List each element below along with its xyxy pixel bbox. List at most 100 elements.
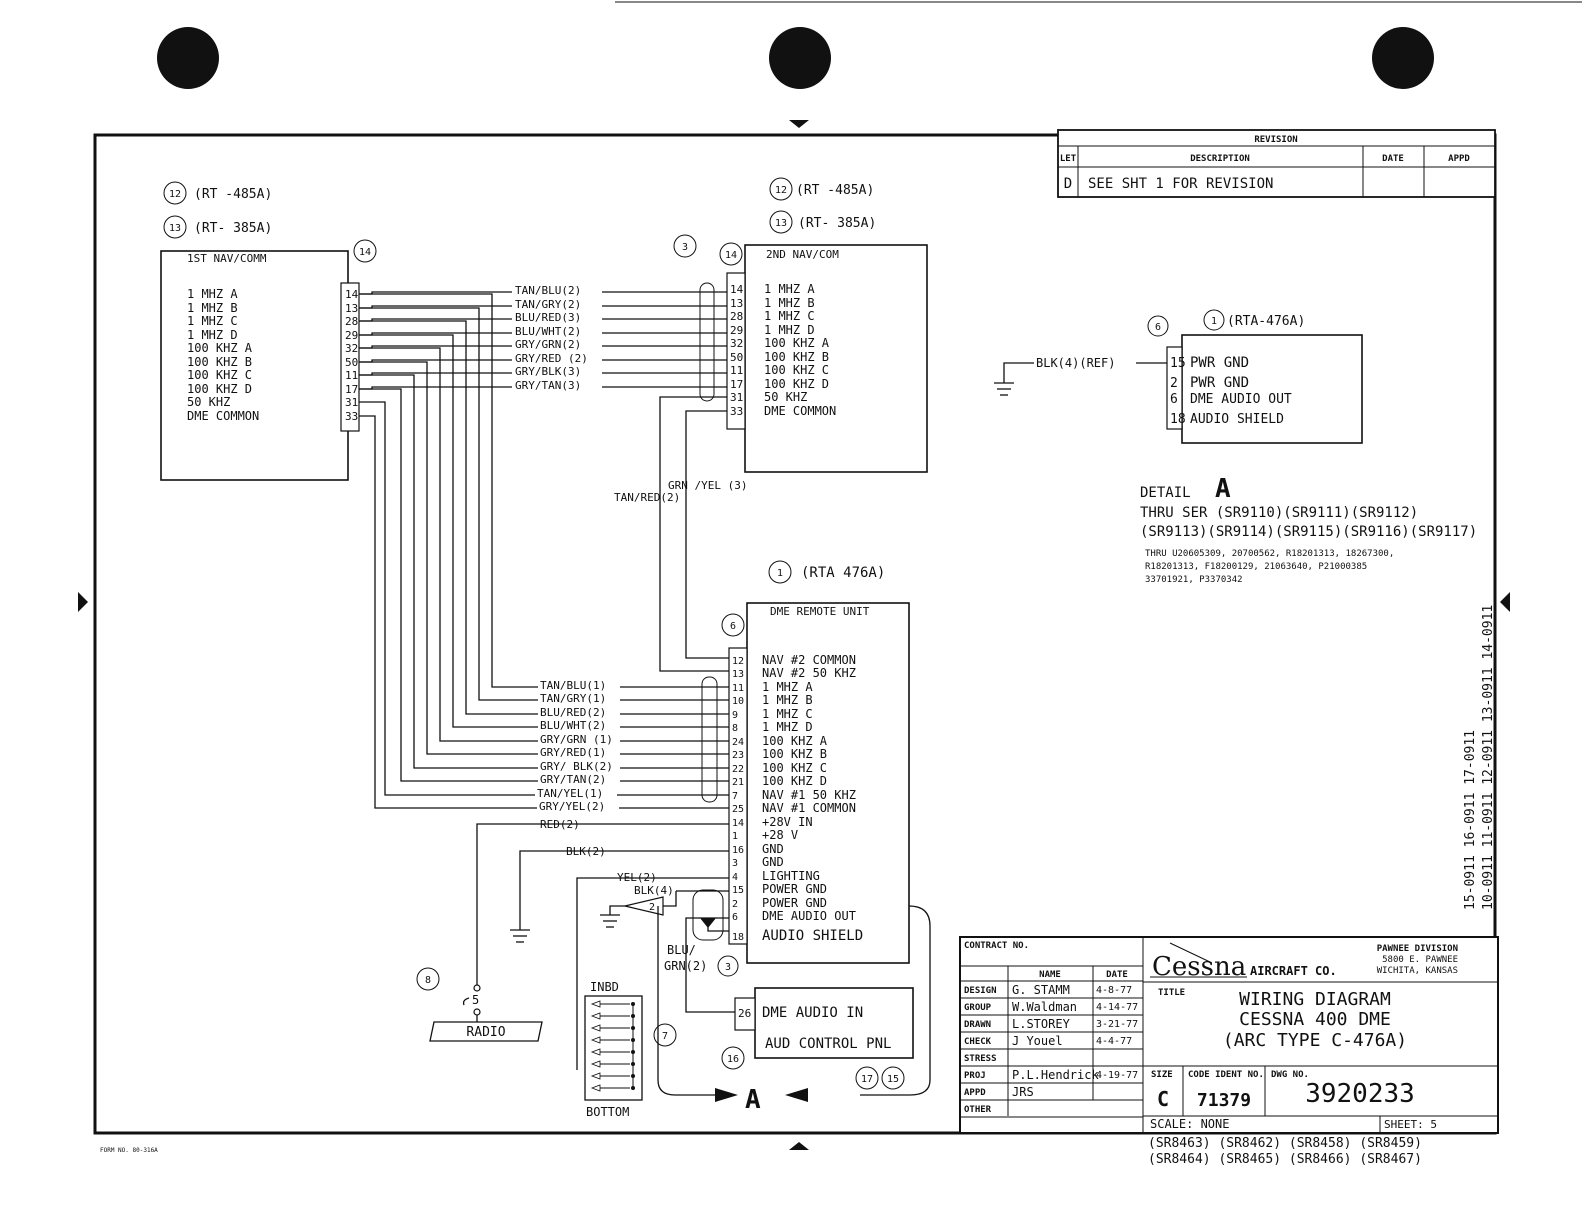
wire-tan-red-2: TAN/RED(2): [614, 491, 680, 504]
dme-pin-7: 23: [732, 750, 744, 761]
title-line-1: WIRING DIAGRAM: [1239, 989, 1391, 1010]
approval-date-0: 4-8-77: [1096, 985, 1132, 996]
dme-pin-19: 6: [732, 912, 738, 923]
col-name-label: NAME: [1039, 970, 1061, 980]
dme-pin-12: 14: [732, 818, 744, 829]
dme-connector-tag: 6: [730, 621, 736, 632]
title-line-3: (ARC TYPE C-476A): [1223, 1030, 1407, 1051]
nav1-pin-0: 14: [345, 288, 359, 301]
dme-ref-num: 1: [777, 568, 783, 579]
nav2-label-2: 1 MHZ C: [764, 309, 815, 323]
division-line-1: PAWNEE DIVISION: [1377, 944, 1458, 954]
arrow-detail-letter: A: [745, 1085, 761, 1115]
revision-header-description: DESCRIPTION: [1190, 154, 1250, 164]
lower-wire-0: TAN/BLU(1): [540, 679, 606, 692]
dme-pin-18: 2: [732, 899, 738, 910]
revision-description-value: SEE SHT 1 FOR REVISION: [1088, 176, 1273, 192]
dme-pin-10: 7: [732, 791, 738, 802]
approval-label-4: STRESS: [964, 1054, 997, 1064]
dme-label-11: NAV #1 COMMON: [762, 801, 856, 815]
approval-name-1: W.Waldman: [1012, 1000, 1077, 1014]
nav2-title: 2ND NAV/COM: [766, 248, 839, 261]
lower-wire-3: BLU/WHT(2): [540, 719, 606, 732]
upper-wire-6: GRY/BLK(3): [515, 365, 581, 378]
serials-bottom-line-2: (SR8464) (SR8465) (SR8466) (SR8467): [1148, 1152, 1422, 1167]
lower-wire-7: GRY/TAN(2): [540, 773, 606, 786]
mid-unit-refs: 12 (RT -485A) 13 (RT- 385A): [769, 177, 876, 234]
center-mark-top: [789, 120, 809, 128]
detail-label-3: AUDIO SHIELD: [1190, 412, 1284, 427]
nav2-pin-3: 29: [730, 324, 743, 337]
lower-wire-harness: TAN/BLU(1)TAN/GRY(1)BLU/RED(2)BLU/WHT(2)…: [359, 293, 729, 831]
upper-wire-0: TAN/BLU(2): [515, 284, 581, 297]
detail-letter: A: [1215, 474, 1231, 504]
revision-block: REVISION LET DESCRIPTION DATE APPD D SEE…: [1057, 129, 1496, 198]
nav1-pin-2: 28: [345, 315, 358, 328]
detail-small-line-3: 33701921, P3370342: [1145, 575, 1243, 585]
lower-wire-9: GRY/YEL(2): [539, 800, 605, 813]
lower-wire-4: GRY/GRN (1): [540, 733, 613, 746]
nav1-label-7: 100 KHZ D: [187, 382, 252, 396]
lower-wire-1: TAN/GRY(1): [540, 692, 606, 705]
radio-pin: 5: [472, 993, 479, 1007]
nav2-label-7: 100 KHZ D: [764, 377, 829, 391]
nav1-connector: [340, 282, 360, 432]
radio-unit: 8 5 RADIO: [416, 967, 543, 1042]
dme-label-3: 1 MHZ B: [762, 693, 813, 707]
wire-blk-4: BLK(4): [634, 884, 674, 897]
center-mark-right: [1500, 592, 1510, 612]
dme-label-8: 100 KHZ C: [762, 761, 827, 775]
nav1-label-2: 1 MHZ C: [187, 314, 238, 328]
audio-panel-pin: 26: [738, 1007, 751, 1020]
nav2-pin-7: 17: [730, 378, 743, 391]
dwg-no-label: DWG NO.: [1271, 1070, 1309, 1080]
radio-tag: 8: [425, 975, 431, 986]
dwg-no-value: 3920233: [1305, 1079, 1415, 1109]
wire-blu: BLU/: [667, 943, 696, 957]
sheet-value: SHEET: 5: [1384, 1118, 1437, 1131]
nav2-pin-5: 50: [730, 351, 743, 364]
nav2-label-8: 50 KHZ: [764, 390, 807, 404]
approval-label-3: CHECK: [964, 1037, 992, 1047]
dme-pin-1: 13: [732, 669, 744, 680]
dme-label-20: AUDIO SHIELD: [762, 928, 863, 944]
dme-label-9: 100 KHZ D: [762, 774, 827, 788]
nav1-label-6: 100 KHZ C: [187, 368, 252, 382]
binder-hole-right: [1372, 27, 1434, 89]
nav1-label-5: 100 KHZ B: [187, 355, 252, 369]
wire-blk-2: BLK(2): [566, 845, 606, 858]
nav-comm-1-unit: 1ST NAV/COMM 14 1 MHZ A1 MHZ B1 MHZ C1 M…: [160, 239, 377, 481]
nav1-pin-9: 33: [345, 410, 358, 423]
upper-wire-1: TAN/GRY(2): [515, 298, 581, 311]
division-line-3: WICHITA, KANSAS: [1377, 966, 1458, 976]
detail-small-line-2: R18201313, F18200129, 21063640, P2100038…: [1145, 562, 1367, 572]
lower-wire-2: BLU/RED(2): [540, 706, 606, 719]
nav2-shield-loop: [699, 282, 715, 402]
aux-wires: BLK(2) YEL(2) BLK(4) 2 BLU/ GRN(2) 3 A: [476, 823, 931, 1115]
nav2-pin-6: 11: [730, 364, 743, 377]
nav2-label-0: 1 MHZ A: [764, 282, 815, 296]
nav2-label-5: 100 KHZ B: [764, 350, 829, 364]
nav1-title: 1ST NAV/COMM: [187, 252, 267, 265]
approval-date-1: 4-14-77: [1096, 1002, 1138, 1013]
audio-panel-tag-17: 17: [861, 1074, 873, 1085]
drawing-border: [93, 133, 1497, 1135]
nav2-pin-4: 32: [730, 337, 743, 350]
dme-label-18: POWER GND: [762, 896, 827, 910]
upper-wire-4: GRY/GRN(2): [515, 338, 581, 351]
dme-label-12: +28V IN: [762, 815, 813, 829]
dme-label-6: 100 KHZ A: [762, 734, 828, 748]
dme-label-17: POWER GND: [762, 882, 827, 896]
detail-pin-3: 18: [1170, 412, 1186, 427]
detail-small-line-1: THRU U20605309, 20700562, R18201313, 182…: [1145, 549, 1394, 559]
dme-pin-8: 22: [732, 764, 744, 775]
vertical-serials-col2: 10-0911 11-0911 12-0911 13-0911 14-0911: [1481, 605, 1496, 910]
approval-date-3: 4-4-77: [1096, 1036, 1132, 1047]
col-date-label: DATE: [1106, 970, 1128, 980]
note-flag-2: 2: [649, 902, 655, 913]
upper-wire-5: GRY/RED (2): [515, 352, 588, 365]
scale-value: SCALE: NONE: [1150, 1117, 1229, 1131]
nav2-pin-2: 28: [730, 310, 743, 323]
